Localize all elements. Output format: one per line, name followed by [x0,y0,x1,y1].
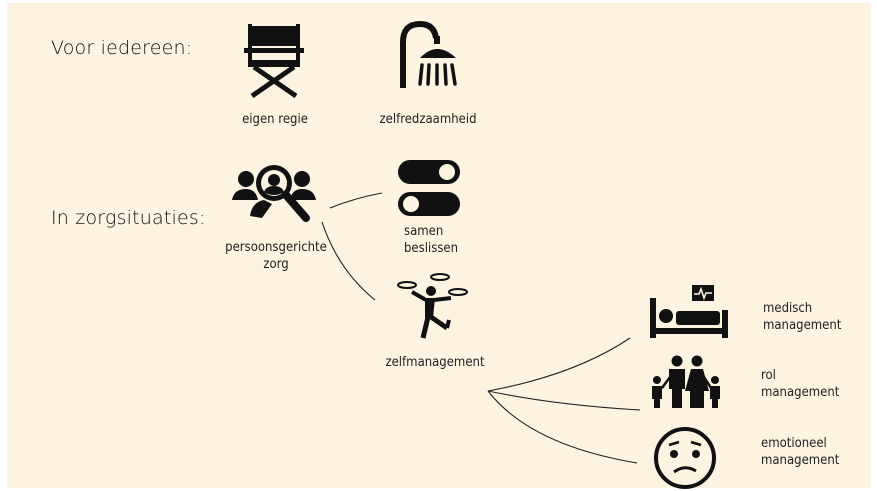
label-medisch-management: medisch management [763,301,842,333]
hospital-bed-icon [650,285,728,338]
people-search-icon [232,165,316,222]
director-chair-icon [244,24,304,99]
juggler-icon [397,273,468,339]
label-persoonsgerichte-zorg: persoonsgerichte zorg [225,240,327,272]
diagram-canvas [7,3,871,488]
label-zelfmanagement: zelfmanagement [385,355,485,370]
label-zelfredzaamheid: zelfredzaamheid [379,112,477,127]
shower-icon [400,20,457,88]
label-emotioneel-management: emotioneel management [761,436,840,468]
toggle-switch-icon [398,160,460,216]
family-icon [652,355,720,408]
heading-voor-iedereen: Voor iedereen: [51,37,193,59]
label-rol-management: rol management [761,368,840,400]
worried-face-icon [654,427,716,489]
label-eigen-regie: eigen regie [242,112,308,127]
label-samen-beslissen: samen beslissen [404,224,459,256]
heading-in-zorgsituaties: In zorgsituaties: [51,207,206,229]
